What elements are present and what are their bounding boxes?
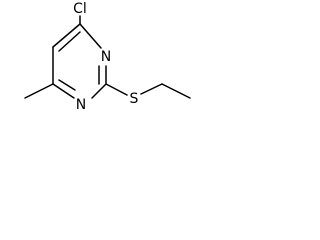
bond-c5-c4 bbox=[52, 23, 81, 48]
nitrogen-top-atom-label: N bbox=[101, 49, 111, 65]
chlorine-atom-label: Cl bbox=[73, 1, 87, 17]
bond-c2-s bbox=[105, 83, 128, 96]
bond-c6-methyl bbox=[24, 83, 54, 99]
bond-c5-c4-double bbox=[58, 31, 81, 52]
bond-s-ch2 bbox=[140, 83, 163, 95]
nitrogen-bottom-atom-label: N bbox=[76, 97, 86, 113]
bond-c2-n1 bbox=[91, 83, 107, 99]
bond-n1-c6 bbox=[52, 83, 75, 99]
bond-c4-n3 bbox=[79, 23, 102, 49]
bond-ch2-ch3 bbox=[161, 83, 191, 99]
bond-n1-c6-double bbox=[58, 79, 76, 91]
sulfur-atom-label: S bbox=[130, 91, 139, 107]
chemical-structure: Cl N N S bbox=[24, 1, 191, 113]
